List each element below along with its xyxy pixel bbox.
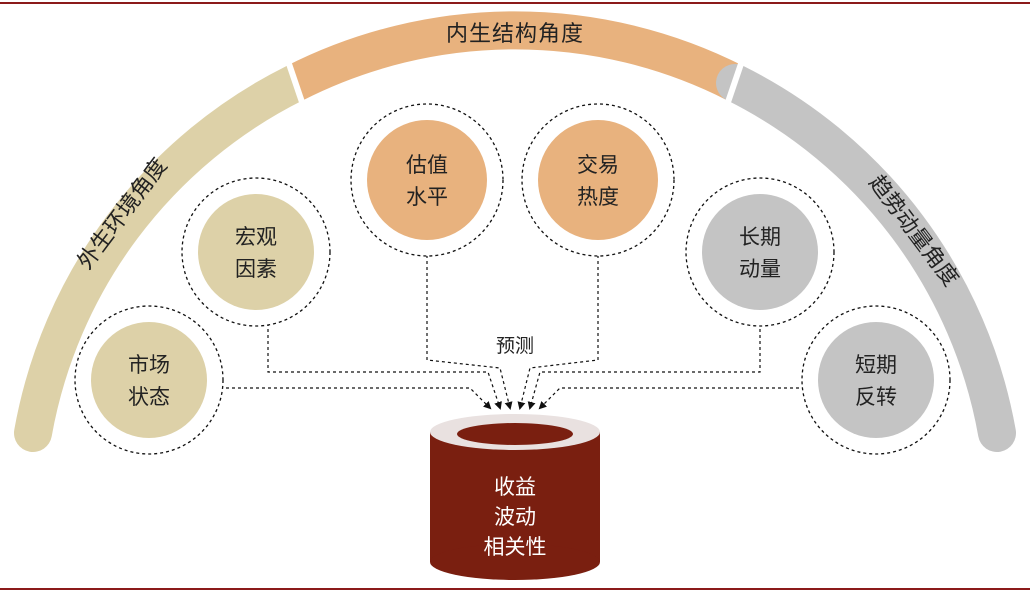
short-reversal-line1: 短期 [855, 353, 897, 377]
trend-momentum-arc [716, 64, 1016, 452]
external-environment-arc [14, 64, 314, 452]
macro-factors-line2: 因素 [235, 257, 277, 281]
internal-structure-arc [286, 11, 744, 100]
circle-market-state: 市场 状态 [74, 305, 224, 455]
short-reversal-line2: 反转 [855, 385, 897, 409]
returns-cylinder: 收益 波动 相关性 [430, 414, 600, 580]
connector-valuation [426, 255, 513, 410]
market-state-line1: 市场 [128, 353, 170, 377]
cylinder-line2: 波动 [494, 505, 536, 529]
forecast-label: 预测 [496, 335, 534, 357]
cylinder-line3: 相关性 [484, 535, 547, 559]
trading-heat-line1: 交易 [577, 153, 619, 177]
arc-separator-right [723, 54, 747, 109]
connector-short-reversal [538, 387, 805, 410]
circle-long-momentum: 长期 动量 [685, 177, 835, 327]
long-momentum-line2: 动量 [739, 257, 781, 281]
trading-heat-line2: 热度 [577, 185, 619, 209]
connector-trading-heat [517, 255, 599, 410]
circle-short-reversal: 短期 反转 [801, 305, 951, 455]
arc-separator-left [283, 54, 307, 109]
valuation-line1: 估值 [406, 153, 448, 177]
macro-factors-line1: 宏观 [235, 225, 277, 249]
bottom-border-line [0, 588, 1030, 590]
connector-market-state [220, 387, 492, 410]
market-state-line2: 状态 [128, 385, 170, 409]
circle-trading-heat: 交易 热度 [521, 103, 675, 257]
valuation-line2: 水平 [406, 185, 448, 209]
top-arc-label: 内生结构角度 [446, 22, 584, 47]
circle-macro-factors: 宏观 因素 [181, 177, 331, 327]
circle-valuation: 估值 水平 [350, 103, 504, 257]
long-momentum-line1: 长期 [739, 225, 781, 249]
connector-macro-factors [267, 323, 502, 410]
connector-long-momentum [527, 323, 761, 410]
top-border-line [0, 2, 1030, 4]
cylinder-line1: 收益 [494, 475, 536, 499]
right-arc-label: 趋势动量角度 [863, 171, 962, 291]
